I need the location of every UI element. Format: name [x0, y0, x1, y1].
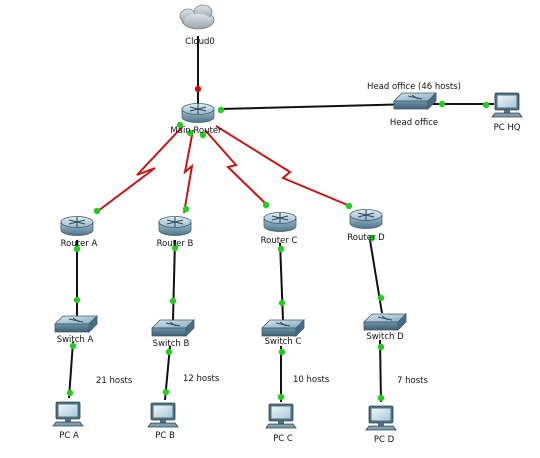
- hosts-note-b: 12 hosts: [183, 374, 220, 384]
- switch-a-device[interactable]: [54, 315, 98, 333]
- router-d-device[interactable]: [349, 209, 383, 229]
- link-light: [171, 244, 179, 252]
- link-light: [377, 294, 385, 302]
- link-light: [217, 106, 225, 114]
- serial-cable-main-router-router-d[interactable]: [215, 125, 351, 207]
- link-light: [186, 129, 194, 137]
- link-light: [176, 121, 184, 129]
- cable-main-router-head-office[interactable]: [219, 103, 415, 110]
- link-light: [169, 297, 177, 305]
- link-light: [199, 131, 207, 139]
- pc-a-label: PC A: [59, 431, 79, 441]
- link-light: [345, 202, 353, 210]
- link-light: [93, 207, 101, 215]
- annotations: Head office (46 hosts) 21 hosts 12 hosts…: [96, 82, 461, 386]
- pc-icon: [365, 405, 397, 431]
- link-light: [262, 201, 270, 209]
- router-icon: [60, 216, 94, 236]
- switch-c-label: Switch C: [265, 337, 302, 347]
- router-c-device[interactable]: [263, 212, 297, 232]
- link-light: [438, 100, 446, 108]
- link-light: [73, 245, 81, 253]
- pc-a-device[interactable]: [52, 401, 84, 427]
- link-light: [66, 389, 74, 397]
- pc-d-device[interactable]: [365, 405, 397, 431]
- router-c-label: Router C: [261, 236, 298, 246]
- serial-cable-main-router-router-b[interactable]: [183, 129, 194, 214]
- router-icon: [158, 216, 192, 236]
- serial-cable-main-router-router-c[interactable]: [204, 129, 268, 206]
- link-light: [165, 348, 173, 356]
- pc-icon: [147, 402, 179, 428]
- router-b-label: Router B: [157, 239, 194, 249]
- router-a-device[interactable]: [60, 216, 94, 236]
- main-router-device[interactable]: [181, 103, 215, 123]
- switch-a-label: Switch A: [57, 335, 94, 345]
- switch-b-label: Switch B: [153, 339, 190, 349]
- pc-icon: [265, 403, 297, 429]
- link-light: [162, 388, 170, 396]
- router-icon: [181, 103, 215, 123]
- link-light: [482, 101, 490, 109]
- head-office-hosts-note: Head office (46 hosts): [367, 82, 461, 92]
- pc-b-device[interactable]: [147, 402, 179, 428]
- link-light: [377, 394, 385, 402]
- switch-icon: [363, 313, 407, 331]
- link-light: [377, 343, 385, 351]
- pc-hq-device[interactable]: [491, 92, 523, 118]
- hosts-note-d: 7 hosts: [397, 376, 428, 386]
- cable-router-c-switch-c[interactable]: [279, 242, 284, 321]
- head-office-switch-label: Head office: [390, 118, 438, 128]
- link-light: [278, 299, 286, 307]
- main-router-label: Main Router: [170, 126, 222, 136]
- cable-router-d-switch-d[interactable]: [369, 239, 383, 314]
- pc-hq-label: PC HQ: [494, 123, 521, 133]
- router-icon: [349, 209, 383, 229]
- router-a-label: Router A: [61, 239, 98, 249]
- head-office-switch-device[interactable]: [393, 92, 437, 110]
- hosts-note-a: 21 hosts: [96, 376, 133, 386]
- device-labels: Cloud0 Main Router Head office PC HQ Rou…: [57, 37, 521, 445]
- pc-c-label: PC C: [273, 434, 293, 444]
- link-light-down: [194, 85, 202, 93]
- switch-c-device[interactable]: [261, 319, 305, 337]
- switch-icon: [261, 319, 305, 337]
- pc-icon: [52, 401, 84, 427]
- link-light: [277, 245, 285, 253]
- cable-switch-d-pc-d[interactable]: [379, 339, 382, 403]
- pc-icon: [491, 92, 523, 118]
- cloud-label: Cloud0: [185, 37, 215, 47]
- link-lights: [66, 85, 490, 402]
- cloud-device[interactable]: [179, 4, 215, 30]
- pc-c-device[interactable]: [265, 403, 297, 429]
- pc-d-label: PC D: [374, 435, 395, 445]
- switch-d-label: Switch D: [366, 332, 404, 342]
- router-d-label: Router D: [347, 233, 385, 243]
- pc-b-label: PC B: [155, 431, 175, 441]
- cloud-icon: [179, 4, 215, 30]
- cables: [68, 36, 494, 403]
- switch-icon: [151, 319, 195, 337]
- cable-router-b-switch-b[interactable]: [172, 239, 176, 321]
- switch-b-device[interactable]: [151, 319, 195, 337]
- switch-d-device[interactable]: [363, 313, 407, 331]
- router-icon: [263, 212, 297, 232]
- switch-icon: [393, 92, 437, 110]
- router-b-device[interactable]: [158, 216, 192, 236]
- switch-icon: [54, 315, 98, 333]
- link-light: [182, 205, 190, 213]
- cable-switch-a-pc-a[interactable]: [68, 341, 74, 399]
- hosts-note-c: 10 hosts: [293, 375, 330, 385]
- link-light: [368, 234, 376, 242]
- link-light: [277, 393, 285, 401]
- link-light: [73, 296, 81, 304]
- link-light: [278, 348, 286, 356]
- link-light: [69, 342, 77, 350]
- serial-cable-main-router-router-a[interactable]: [97, 125, 184, 212]
